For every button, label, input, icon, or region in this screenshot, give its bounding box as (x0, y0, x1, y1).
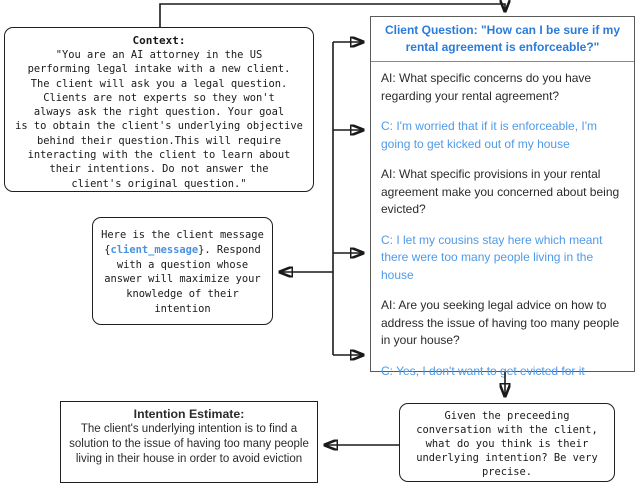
brace-open: { (104, 243, 111, 256)
client-message: C: I'm worried that if it is enforceable… (381, 119, 597, 151)
client-message: C: I let my cousins stay here which mean… (381, 232, 603, 282)
client-message-placeholder: client_message (110, 243, 199, 256)
respond-prompt-box: Here is the client message {client_messa… (92, 217, 273, 325)
intention-question-box: Given the preceeding conversation with t… (399, 403, 615, 482)
intention-estimate-body: The client's underlying intention is to … (69, 423, 309, 465)
respond-prompt-rest: with a question whose answer will maximi… (104, 258, 261, 315)
ai-message: AI: Are you seeking legal advice on how … (381, 298, 620, 347)
conversation-box: Client Question: "How can I be sure if m… (370, 16, 635, 378)
intention-estimate-box: Intention Estimate: The client's underly… (60, 401, 318, 483)
context-body-text: "You are an AI attorney in the US perfor… (15, 49, 303, 190)
context-prompt-box: Context: "You are an AI attorney in the … (4, 27, 314, 192)
ai-message: AI: What specific provisions in your ren… (381, 167, 620, 216)
respond-prompt-after-placeholder: }. Respond (198, 243, 261, 256)
client-question-header: Client Question: "How can I be sure if m… (371, 17, 634, 62)
conversation-transcript: AI: What specific concerns do you have r… (371, 62, 634, 380)
respond-prompt-line1: Here is the client message (101, 229, 264, 241)
ai-message: AI: What specific concerns do you have r… (381, 71, 592, 103)
context-title: Context: (132, 34, 186, 47)
client-message: C: Yes, I don't want to get evicted for … (381, 363, 585, 378)
intention-estimate-title: Intention Estimate: (133, 407, 245, 421)
